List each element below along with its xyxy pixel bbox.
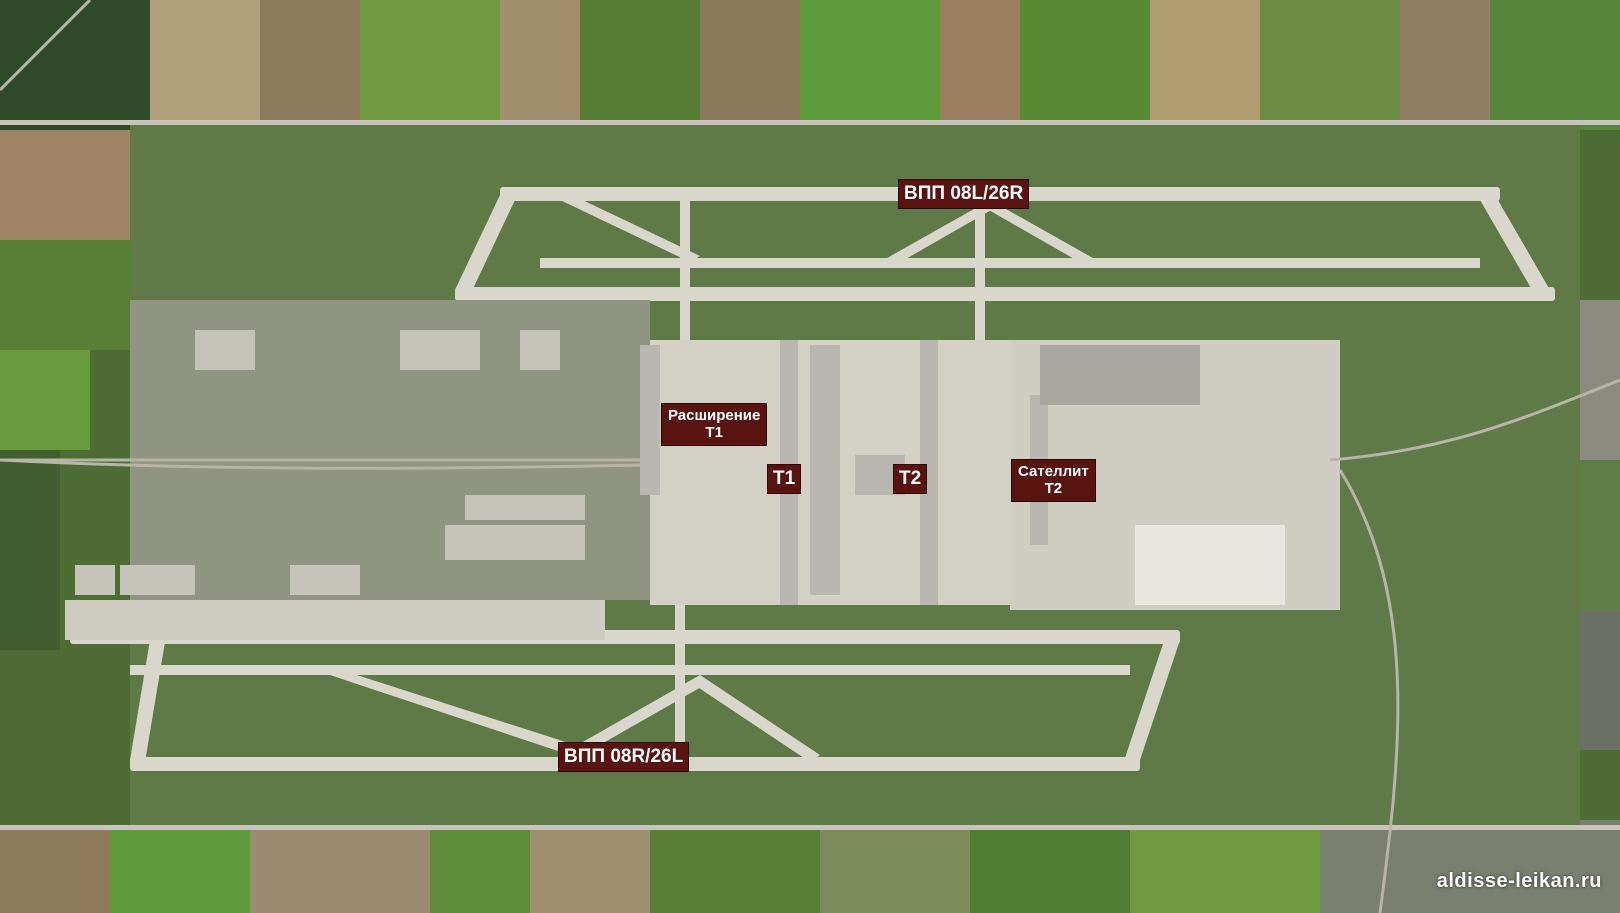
label-runway-south: ВПП 08R/26L <box>558 742 690 772</box>
label-runway-north: ВПП 08L/26R <box>898 179 1030 209</box>
label-t1: T1 <box>767 464 802 494</box>
watermark: aldisse-leikan.ru <box>1436 870 1602 892</box>
label-t1-extension: Расширение T1 <box>661 403 768 446</box>
farmland-west <box>0 130 130 650</box>
farmland-south <box>0 820 1620 913</box>
terminal-buildings <box>640 340 1285 605</box>
runway-north-pavement <box>455 187 1555 340</box>
label-t2-satellite: Сателлит T2 <box>1011 459 1096 502</box>
farmland-north <box>0 0 1620 130</box>
service-buildings-west <box>75 330 585 595</box>
label-t2: T2 <box>893 464 928 494</box>
